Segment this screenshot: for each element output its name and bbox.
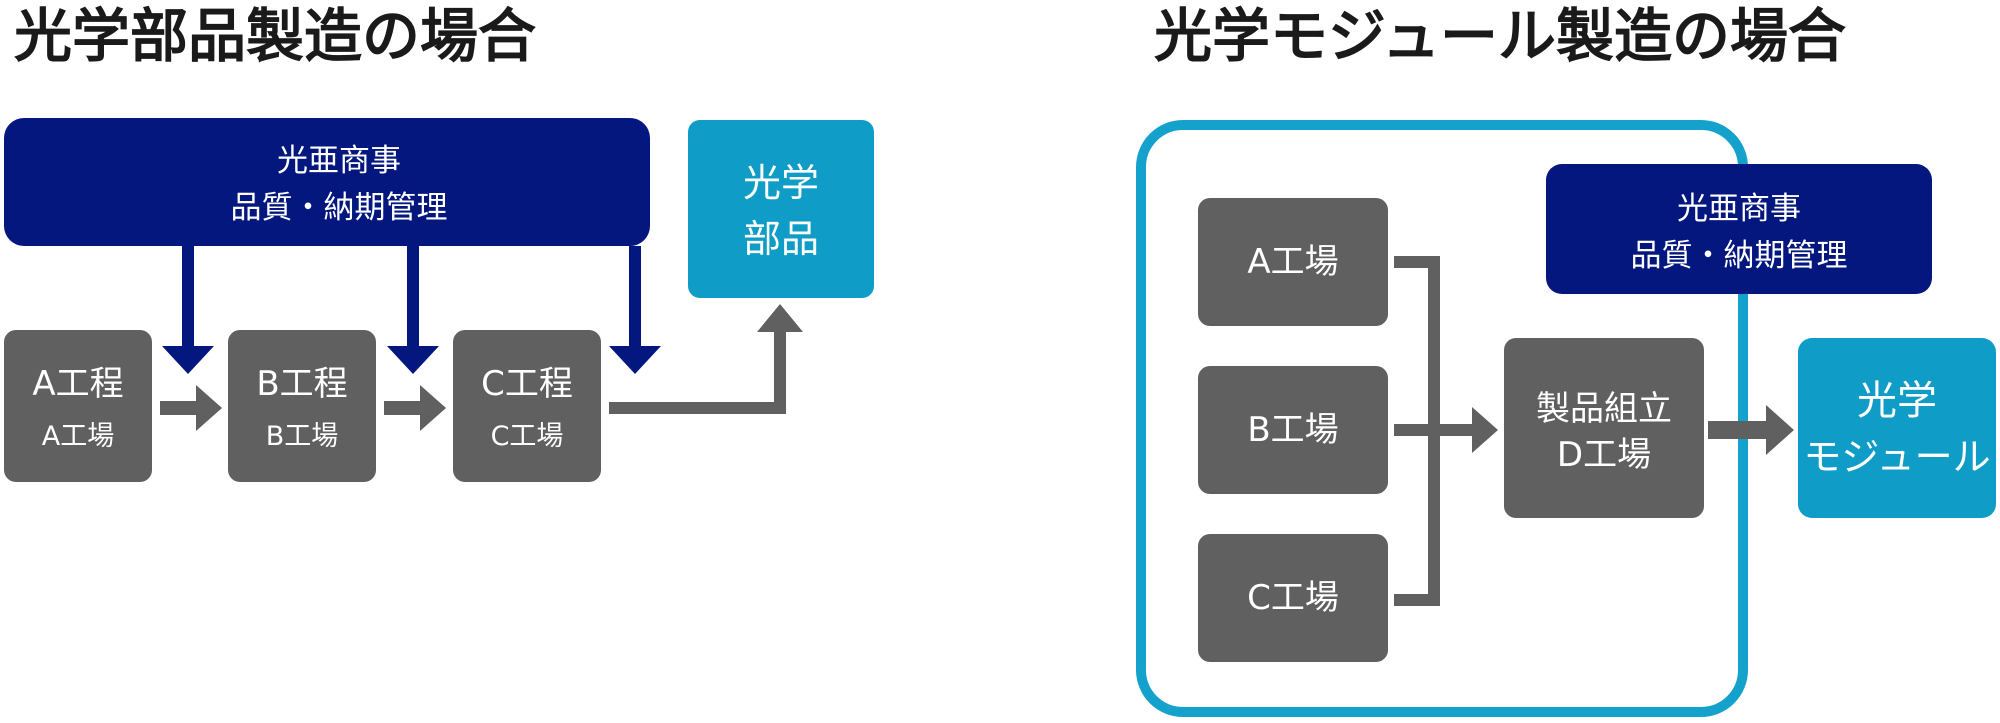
right-title: 光学モジュール製造の場合 (1154, 2, 1846, 70)
factory-c-box (1198, 534, 1388, 662)
mgmt-arrow-to-c (609, 246, 661, 374)
right-mgmt-line1: 光亜商事 (1677, 191, 1801, 227)
flow-arrow-c-product (609, 304, 803, 414)
flow-arrow-a-b (160, 385, 222, 431)
left-mgmt-line2: 品質・納期管理 (231, 190, 448, 226)
mgmt-arrow-to-a (162, 246, 214, 374)
left-product-line2: 部品 (743, 217, 819, 261)
left-mgmt-line1: 光亜商事 (277, 143, 401, 179)
factory-b-label: B工場 (1247, 410, 1338, 450)
factory-a-label: A工場 (1247, 242, 1338, 282)
right-product-box (1798, 338, 1996, 518)
right-mgmt-line2: 品質・納期管理 (1631, 238, 1848, 274)
step-b-factory: B工場 (266, 421, 339, 452)
assembly-line2: D工場 (1557, 435, 1651, 475)
step-a-process: A工程 (32, 364, 123, 404)
step-c-box (453, 330, 601, 482)
assembly-line1: 製品組立 (1536, 389, 1672, 429)
step-b-box (228, 330, 376, 482)
left-product-box (688, 120, 874, 298)
left-mgmt-box (4, 118, 650, 246)
mgmt-arrow-to-b (387, 246, 439, 374)
right-mgmt-box (1546, 164, 1932, 294)
left-product-line1: 光学 (743, 161, 819, 205)
step-c-process: C工程 (481, 364, 573, 404)
right-product-line2: モジュール (1803, 435, 1990, 479)
factory-b-box (1198, 366, 1388, 494)
factory-c-label: C工場 (1247, 578, 1339, 618)
step-a-box (4, 330, 152, 482)
assembly-box (1504, 338, 1704, 518)
right-product-line1: 光学 (1857, 378, 1937, 424)
flow-arrow-b-c (384, 385, 446, 431)
left-flow-arrows (160, 385, 446, 431)
factory-a-box (1198, 198, 1388, 326)
step-c-factory: C工場 (491, 421, 564, 452)
step-b-process: B工程 (256, 364, 347, 404)
left-title: 光学部品製造の場合 (14, 2, 536, 70)
flow-arrow-assembly-product (1708, 405, 1794, 455)
factory-group-frame (1136, 120, 1748, 717)
left-mgmt-arrows (162, 246, 661, 374)
step-a-factory: A工場 (42, 421, 114, 452)
factory-merge-connector (1394, 256, 1498, 606)
